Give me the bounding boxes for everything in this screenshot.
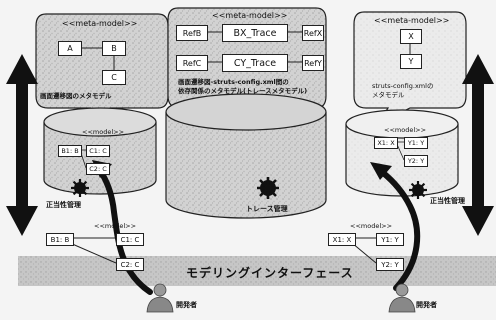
center-gear-icon: [257, 177, 279, 199]
right-meta-model-label: <<meta-model>>: [374, 16, 449, 25]
left-meta-class-a: A: [58, 41, 82, 56]
left-meta-class-b: B: [102, 41, 126, 56]
right-double-arrow: [462, 54, 494, 236]
left-cyl-model-c1: C1: C: [86, 145, 110, 157]
center-cylinder-top: [166, 94, 326, 130]
left-meta-model-label: <<meta-model>>: [62, 19, 137, 28]
right-meta-caption-line2: メタモデル: [372, 89, 405, 99]
center-refx-box: RefX: [302, 25, 324, 41]
right-cyl-model-x1: X1: X: [374, 137, 398, 149]
left-developer-label: 開発者: [176, 300, 197, 310]
right-developer-person-icon: [389, 284, 415, 312]
left-developer-person-icon: [147, 284, 173, 312]
center-refb-box: RefB: [176, 25, 208, 41]
bottom-right-model-x1: X1: X: [328, 233, 356, 246]
right-cyl-model-y1: Y1: Y: [404, 137, 428, 149]
left-cyl-model-b1: B1: B: [58, 145, 82, 157]
center-cy-trace-box: CY_Trace: [222, 54, 288, 72]
left-meta-class-c: C: [102, 70, 126, 85]
center-refc-box: RefC: [176, 55, 208, 71]
bottom-left-model-c2: C2: C: [116, 258, 144, 271]
bottom-right-model-y1: Y1: Y: [376, 233, 404, 246]
right-developer-label: 開発者: [416, 300, 437, 310]
right-cyl-model-y2: Y2: Y: [404, 155, 428, 167]
bottom-left-model-b1: B1: B: [46, 233, 74, 246]
bottom-left-model-c1: C1: C: [116, 233, 144, 246]
center-refy-box: RefY: [302, 55, 324, 71]
center-bx-trace-box: BX_Trace: [222, 24, 288, 42]
left-validity-label: 正当性管理: [46, 200, 81, 210]
center-trace-mgmt-label: トレース管理: [246, 204, 288, 214]
left-meta-caption: 画面遷移図のメタモデル: [40, 90, 112, 100]
left-gear-icon: [71, 179, 89, 197]
center-meta-model-label: <<meta-model>>: [212, 11, 287, 20]
left-double-arrow: [6, 54, 38, 236]
bottom-right-model-label: <<model>>: [350, 222, 392, 230]
center-meta-caption-line2: 依存関係のメタモデル(トレースメタモデル): [178, 85, 307, 95]
modeling-interface-label: モデリングインターフェース: [186, 264, 354, 281]
left-cyl-model-label: <<model>>: [82, 128, 124, 136]
right-gear-icon: [409, 181, 427, 199]
right-cyl-model-label: <<model>>: [384, 126, 426, 134]
left-cyl-model-c2: C2: C: [86, 163, 110, 175]
right-meta-class-y: Y: [400, 54, 422, 69]
bottom-left-model-label: <<model>>: [94, 222, 136, 230]
right-validity-label: 正当性管理: [430, 196, 465, 206]
bottom-right-model-y2: Y2: Y: [376, 258, 404, 271]
right-meta-class-x: X: [400, 29, 422, 44]
